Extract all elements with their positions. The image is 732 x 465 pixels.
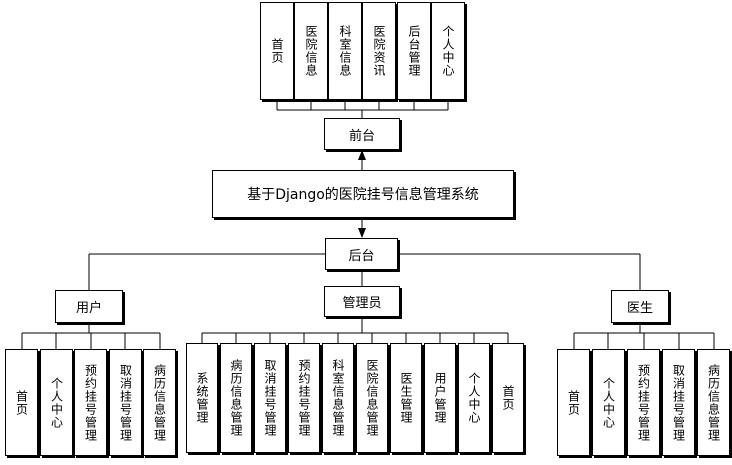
frontend-module-box: 医院资讯 [362,2,396,100]
frontend-node: 前台 [324,118,400,150]
role-user-node: 用户 [55,290,123,323]
frontend-module-box: 个人中心 [431,2,465,100]
doctor-module-box: 预约挂号管理 [627,349,660,456]
role-doctor-node: 医生 [611,290,669,323]
admin-module-box: 医生管理 [390,343,422,453]
frontend-module-box: 医院信息 [294,2,328,100]
user-module-box: 个人中心 [40,349,73,456]
admin-module-box: 用户管理 [424,343,456,453]
backend-node: 后台 [325,238,398,270]
frontend-module-box: 后台管理 [397,2,431,100]
admin-module-box: 病历信息管理 [220,343,252,453]
doctor-module-box: 个人中心 [592,349,625,456]
user-module-box: 预约挂号管理 [74,349,107,456]
admin-module-box: 系统管理 [186,343,218,453]
frontend-module-box: 首页 [260,2,294,100]
root-system-node: 基于Django的医院挂号信息管理系统 [212,170,514,218]
admin-module-box: 科室信息管理 [322,343,354,453]
doctor-module-box: 病历信息管理 [697,349,730,456]
frontend-module-box: 科室信息 [328,2,362,100]
user-module-box: 取消挂号管理 [109,349,142,456]
role-admin-node: 管理员 [324,286,400,317]
admin-module-box: 预约挂号管理 [288,343,320,453]
doctor-module-box: 首页 [557,349,590,456]
user-module-box: 首页 [5,349,38,456]
admin-module-box: 首页 [492,343,524,453]
admin-module-box: 取消挂号管理 [254,343,286,453]
user-module-box: 病历信息管理 [143,349,176,456]
admin-module-box: 个人中心 [458,343,490,453]
doctor-module-box: 取消挂号管理 [662,349,695,456]
admin-module-box: 医院信息管理 [356,343,388,453]
